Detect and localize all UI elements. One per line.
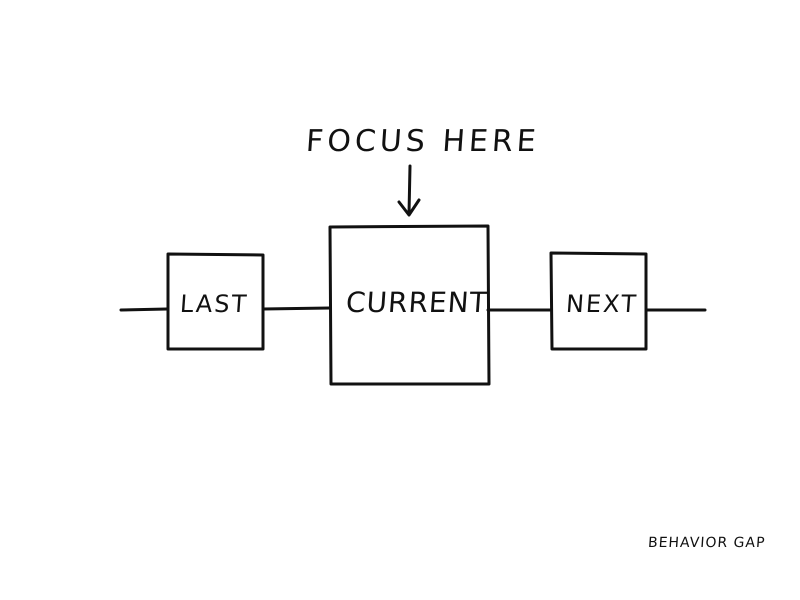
timeline-line-left	[119, 307, 169, 312]
last-box-label: Last	[179, 290, 250, 318]
next-box	[549, 251, 648, 351]
timeline-line-middle-left	[261, 306, 332, 311]
brand-signature: Behavior Gap	[647, 535, 766, 551]
last-box	[166, 252, 265, 351]
current-box	[328, 224, 491, 386]
current-box-label: Current	[344, 286, 489, 319]
next-box-label: Next	[565, 290, 639, 318]
down-arrow-icon	[397, 164, 421, 217]
focus-here-label: Focus Here	[304, 124, 541, 159]
